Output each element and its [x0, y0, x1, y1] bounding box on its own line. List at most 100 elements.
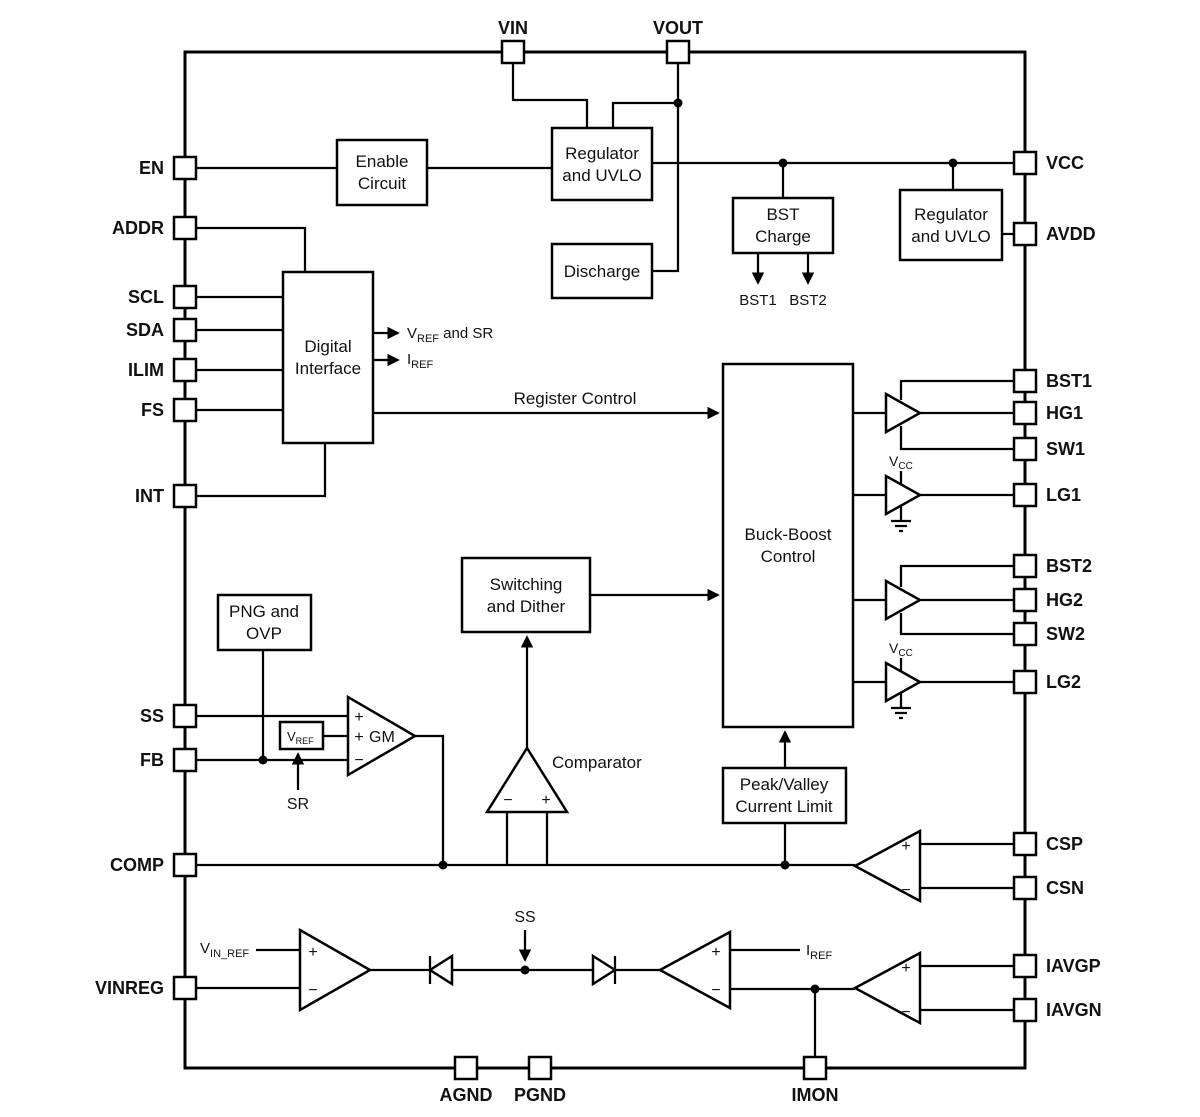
pin-sw1-pad — [1012, 436, 1038, 462]
pin-agnd-label: AGND — [440, 1085, 493, 1105]
pin-sda-label: SDA — [126, 320, 164, 340]
gate-driver-lg2 — [884, 660, 923, 704]
wire-gm-out — [415, 734, 445, 865]
gm-label: GM — [369, 729, 395, 746]
pwm-comparator: − + Comparator — [484, 745, 642, 814]
junction-vcc-avdd — [948, 158, 958, 168]
analog-symbols: + + − GM − + Comparator + − + − + − + — [298, 391, 923, 1026]
pin-bst1-label: BST1 — [1046, 371, 1092, 391]
pin-bst1: BST1 — [1012, 368, 1092, 394]
pin-vinreg: VINREG — [95, 975, 198, 1001]
pin-ss: SS — [140, 703, 198, 729]
pin-pgnd: PGND — [514, 1055, 566, 1105]
pin-vcc-label: VCC — [1046, 153, 1084, 173]
block-bst-charge-label: BST — [766, 205, 799, 224]
gate-driver-hg1 — [884, 391, 923, 435]
pin-ilim: ILIM — [128, 357, 198, 383]
pin-csp-label: CSP — [1046, 834, 1083, 854]
vinreg-amplifier-triangle — [298, 927, 373, 1013]
pin-vout-pad — [665, 39, 691, 65]
block-png-ovp-label: PNG and — [229, 602, 299, 621]
comparator-label: Comparator — [552, 753, 642, 772]
block-bst-charge-label2: Charge — [755, 227, 811, 246]
gate-drivers — [884, 391, 923, 704]
pin-vin: VIN — [498, 18, 528, 65]
pwm-comparator-plus: + — [541, 792, 550, 809]
pin-lg1-label: LG1 — [1046, 485, 1081, 505]
diode-left — [427, 953, 454, 987]
pin-en-label: EN — [139, 158, 164, 178]
iref-comp-minus: − — [711, 982, 720, 999]
wire-sw2 — [899, 613, 1014, 636]
diode-right-triangle — [591, 953, 618, 987]
block-enable-circuit: Enable Circuit — [335, 138, 429, 207]
block-regulator-uvlo-top-label2: and UVLO — [562, 166, 641, 185]
pin-agnd-pad — [453, 1055, 479, 1081]
pin-pgnd-pad — [527, 1055, 553, 1081]
block-regulator-uvlo-right-label2: and UVLO — [911, 227, 990, 246]
block-bst-charge: BST Charge — [731, 196, 835, 255]
block-switching-dither: Switching and Dither — [460, 556, 592, 634]
block-regulator-uvlo-top-box — [550, 126, 654, 202]
pin-fs-label: FS — [141, 400, 164, 420]
iavg-amp-minus: − — [901, 1004, 910, 1021]
iref-comparator-triangle — [657, 929, 732, 1011]
diode-left-triangle — [427, 953, 454, 987]
block-switching-dither-box — [460, 556, 592, 634]
pin-scl-pad — [172, 284, 198, 310]
pin-lg1-pad — [1012, 482, 1038, 508]
gm-plus1: + — [354, 709, 363, 726]
junction-ss-node — [520, 965, 530, 975]
pin-int-pad — [172, 483, 198, 509]
pin-csp-pad — [1012, 831, 1038, 857]
floating-labels: Register Control VREF and SR IREF BST1 B… — [200, 292, 913, 962]
block-enable-circuit-label2: Circuit — [358, 174, 406, 193]
pin-comp-pad — [172, 852, 198, 878]
pin-bst2: BST2 — [1012, 553, 1092, 579]
block-png-ovp-box — [216, 593, 313, 652]
pin-iavgn-pad — [1012, 997, 1038, 1023]
block-enable-circuit-box — [335, 138, 429, 207]
pin-avdd: AVDD — [1012, 221, 1096, 247]
block-buck-boost-control-label: Buck-Boost — [745, 525, 832, 544]
block-buck-boost-control: Buck-Boost Control — [721, 362, 855, 729]
pin-sda-pad — [172, 317, 198, 343]
block-regulator-uvlo-right-label: Regulator — [914, 205, 988, 224]
wire-vout-discharge — [652, 63, 680, 273]
pin-sw2-label: SW2 — [1046, 624, 1085, 644]
pin-iavgn: IAVGN — [1012, 997, 1102, 1023]
pin-en-pad — [172, 155, 198, 181]
blocks: Enable Circuit Regulator and UVLO Discha… — [216, 126, 1004, 825]
wire-bst2 — [899, 564, 1014, 587]
block-enable-circuit-label: Enable — [356, 152, 409, 171]
pin-int: INT — [135, 483, 198, 509]
pin-bst2-label: BST2 — [1046, 556, 1092, 576]
block-regulator-uvlo-top-label: Regulator — [565, 144, 639, 163]
pin-vout: VOUT — [653, 18, 703, 65]
pin-scl-label: SCL — [128, 287, 164, 307]
iavg-amp-plus: + — [901, 960, 910, 977]
pin-en: EN — [139, 155, 198, 181]
pin-bst2-pad — [1012, 553, 1038, 579]
iref-comparator: + − — [657, 929, 732, 1011]
block-discharge: Discharge — [550, 242, 654, 300]
pin-agnd: AGND — [440, 1055, 493, 1105]
pin-vinreg-pad — [172, 975, 198, 1001]
pin-csn-label: CSN — [1046, 878, 1084, 898]
pin-scl: SCL — [128, 284, 198, 310]
pin-comp: COMP — [110, 852, 198, 878]
pin-csp: CSP — [1012, 831, 1083, 857]
gate-driver-hg2 — [884, 578, 923, 622]
pin-lg2-label: LG2 — [1046, 672, 1081, 692]
junction-gm-comp — [438, 860, 448, 870]
junction-dots — [258, 98, 958, 994]
pin-imon-pad — [802, 1055, 828, 1081]
pin-avdd-label: AVDD — [1046, 224, 1096, 244]
sr-label: SR — [287, 796, 309, 813]
vcc2-label: VCC — [889, 640, 913, 659]
vcc1-label: VCC — [889, 453, 913, 472]
pin-sw1-label: SW1 — [1046, 439, 1085, 459]
pins: VIN VOUT EN ADDR SCL SDA ILIM FS — [95, 18, 1102, 1105]
iref-comp-plus: + — [711, 944, 720, 961]
pin-hg1: HG1 — [1012, 400, 1083, 426]
